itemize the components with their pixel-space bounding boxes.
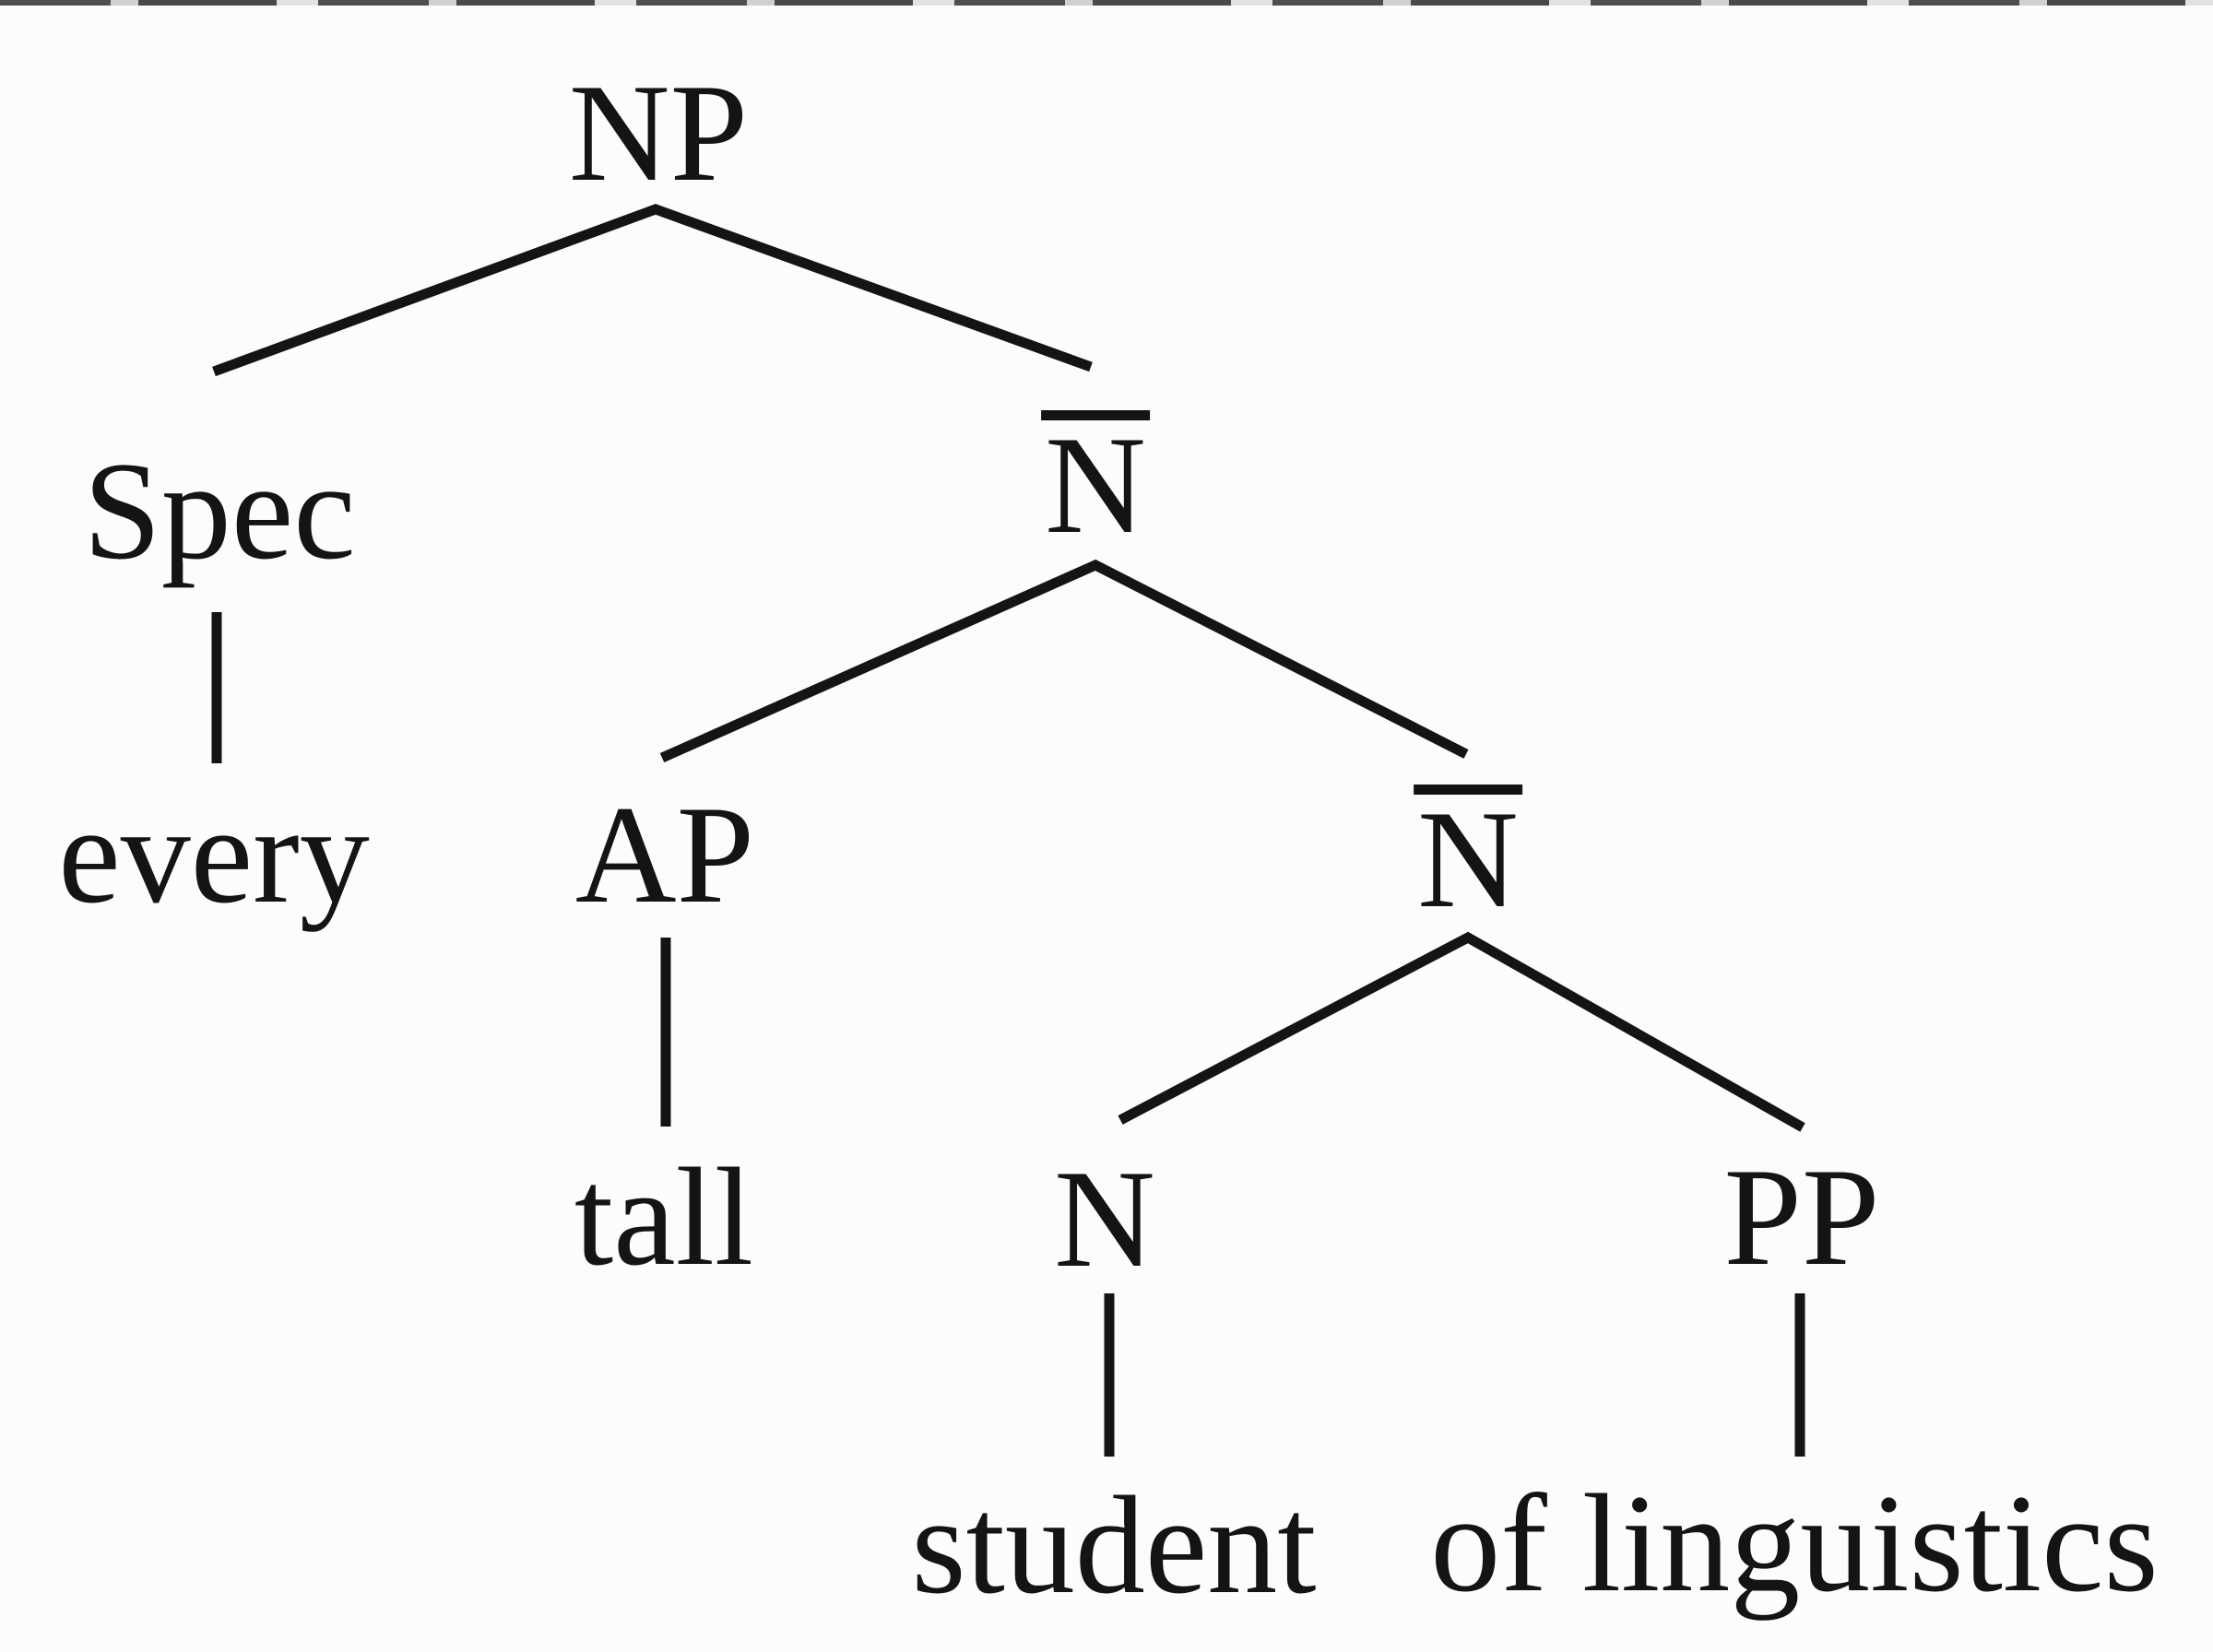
node-label: every [58,777,370,932]
node-np: NP [569,63,748,203]
edge-np-branches [212,204,1093,377]
node-label: N [1417,782,1519,937]
node-label: student [911,1468,1317,1622]
node-spec: Spec [83,441,355,581]
node-ap: AP [575,785,754,925]
node-label: N [1045,407,1146,562]
node-n-bar-2: N [1414,785,1522,929]
node-label: N [1054,1141,1155,1296]
node-label: of linguistics [1430,1466,2159,1621]
n-bar-overline [1041,410,1150,420]
node-every: every [58,785,370,925]
node-label: PP [1723,1139,1880,1294]
node-label: AP [574,777,755,932]
node-pp: PP [1723,1147,1879,1287]
node-tall: tall [574,1147,753,1287]
node-of-linguistics: of linguistics [1430,1473,2159,1613]
edge-nbar1-branches [659,559,1469,763]
node-label: NP [568,55,749,210]
node-n-bar-1: N [1041,410,1150,555]
n-bar-overline [1414,785,1522,795]
node-label: tall [574,1139,754,1294]
edge-nbar2-branches [1118,931,1805,1132]
node-student: student [911,1475,1316,1615]
node-label: Spec [83,433,356,588]
node-n-head: N [1054,1149,1155,1289]
scan-edge-artifact [0,0,2213,6]
